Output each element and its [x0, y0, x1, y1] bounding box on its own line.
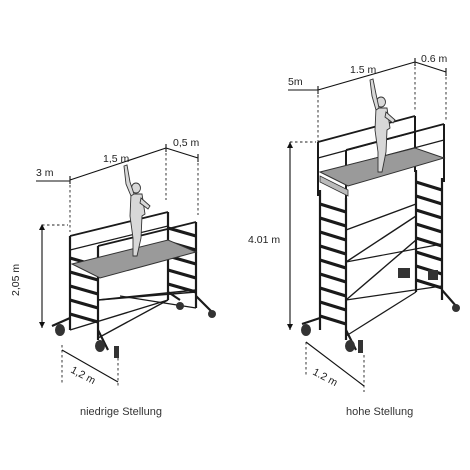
- dim-line-length-high: [317, 61, 416, 91]
- person-figure-icon: [369, 78, 396, 173]
- dim-line-base-low: [61, 349, 119, 383]
- wheel-icon: [301, 324, 311, 336]
- label-reach-high: 5m: [288, 76, 303, 88]
- caption-high: hohe Stellung: [346, 406, 413, 418]
- label-length-low: 1,5 m: [103, 153, 130, 165]
- dim-line-width-high: [414, 61, 447, 73]
- scaffold-low: [36, 144, 216, 386]
- wheel-icon: [95, 340, 105, 352]
- person-figure-icon: [123, 164, 151, 257]
- wheel-icon: [345, 340, 355, 352]
- dim-line-base-high: [305, 341, 365, 387]
- label-length-high: 1.5 m: [350, 64, 377, 76]
- wheel-icon: [452, 304, 460, 312]
- wheel-icon: [55, 324, 65, 336]
- foot-icon: [358, 340, 363, 353]
- label-height-high: 4.01 m: [248, 234, 280, 246]
- stabilizer-icon: [398, 268, 410, 278]
- dim-line-length-low: [69, 147, 167, 181]
- label-base-high: 1.2 m: [311, 366, 340, 389]
- label-width-low: 0,5 m: [173, 137, 200, 149]
- dim-line-width-low: [165, 147, 199, 159]
- scaffold-high: [287, 58, 460, 392]
- label-width-high: 0.6 m: [421, 53, 448, 65]
- wheel-icon: [208, 310, 216, 318]
- foot-icon: [114, 346, 119, 358]
- stabilizer-icon: [428, 270, 438, 280]
- caption-low: niedrige Stellung: [80, 406, 162, 418]
- wheel-icon: [176, 302, 184, 310]
- label-reach-low: 3 m: [36, 167, 54, 179]
- label-height-low: 2,05 m: [10, 264, 22, 296]
